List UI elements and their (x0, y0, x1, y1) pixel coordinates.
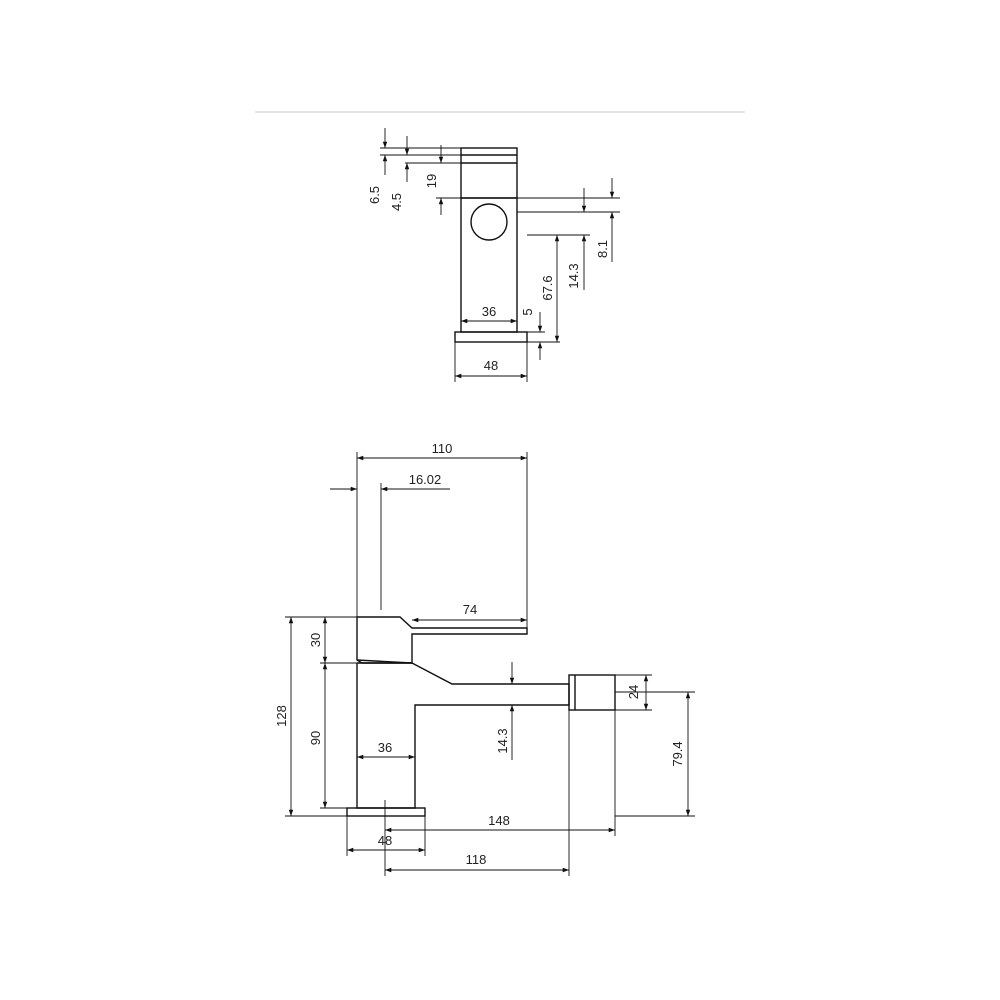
dim-16-02: 16.02 (409, 472, 442, 487)
dim-128: 128 (274, 705, 289, 727)
dim-19: 19 (424, 174, 439, 188)
lever-handle (356, 616, 528, 664)
dim-74: 74 (463, 602, 477, 617)
dim-5: 5 (520, 308, 535, 315)
dim-6-5: 6.5 (367, 186, 382, 204)
front-view: 6.5 4.5 19 8.1 14.3 67.6 5 36 48 (367, 128, 620, 382)
dim-8-1: 8.1 (595, 240, 610, 258)
base-plate-front (454, 331, 528, 343)
dim-90: 90 (308, 731, 323, 745)
dim-36-side: 36 (378, 740, 392, 755)
side-dimension-lines (285, 452, 695, 876)
side-view: 110 16.02 74 30 128 90 36 14.3 24 79.4 1… (274, 441, 695, 876)
front-dimension-lines (380, 128, 620, 382)
outlet-circle (470, 203, 508, 241)
side-dimension-labels: 110 16.02 74 30 128 90 36 14.3 24 79.4 1… (274, 441, 685, 867)
dim-148: 148 (488, 813, 510, 828)
dim-14-3-side: 14.3 (495, 728, 510, 753)
dim-48-front: 48 (484, 358, 498, 373)
dim-30: 30 (308, 633, 323, 647)
dim-36-front: 36 (482, 304, 496, 319)
front-dimension-labels: 6.5 4.5 19 8.1 14.3 67.6 5 36 48 (367, 174, 610, 373)
faucet-spout (356, 662, 570, 809)
base-plate-side (346, 807, 426, 817)
dim-24: 24 (626, 685, 641, 699)
dim-48-side: 48 (378, 833, 392, 848)
dim-4-5: 4.5 (389, 193, 404, 211)
aerator (568, 674, 616, 711)
dim-110: 110 (432, 441, 453, 456)
dim-14-3: 14.3 (566, 263, 581, 288)
dim-67-6: 67.6 (540, 275, 555, 300)
faucet-body-side (346, 616, 616, 817)
faucet-body-front (454, 147, 528, 343)
dim-118: 118 (466, 852, 487, 867)
dim-79-4: 79.4 (670, 741, 685, 766)
